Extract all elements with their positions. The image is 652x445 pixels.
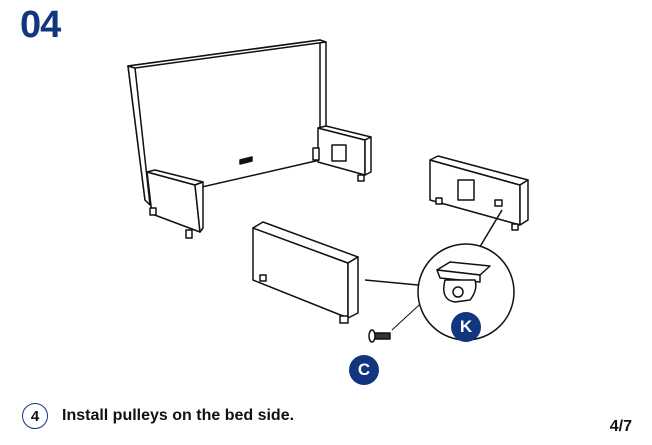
side-rail-front [252,221,359,324]
part-badge-c: C [349,355,379,385]
screw-drawing [368,329,391,343]
part-badge-k: K [451,312,481,342]
instruction-text: Install pulleys on the bed side. [62,407,295,424]
step-number: 04 [20,4,61,46]
pulley-drawing [436,261,491,303]
sub-step-number: 4 [22,403,48,429]
page-indicator: 4/7 [609,418,632,435]
rail-right-back [312,125,372,182]
side-rail-left [146,169,204,239]
footboard-rail [429,155,529,231]
